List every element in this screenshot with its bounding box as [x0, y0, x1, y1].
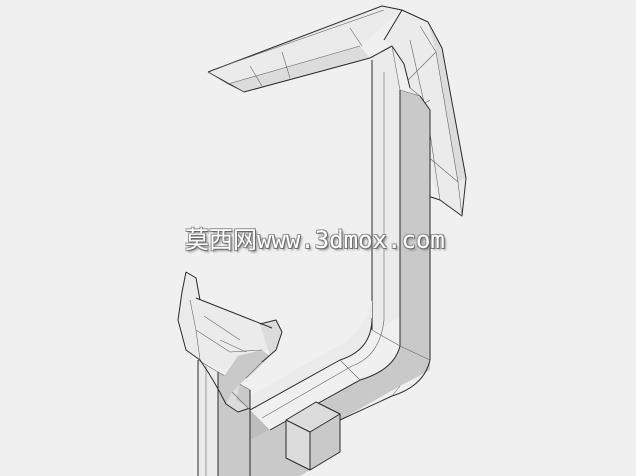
upper-arm	[207, 5, 403, 93]
vertical-column	[369, 45, 431, 360]
lower-spout	[177, 271, 283, 413]
site-watermark: 莫西网www.3dmox.com	[185, 226, 445, 254]
lower-post	[197, 359, 251, 476]
mounting-block	[285, 401, 341, 471]
